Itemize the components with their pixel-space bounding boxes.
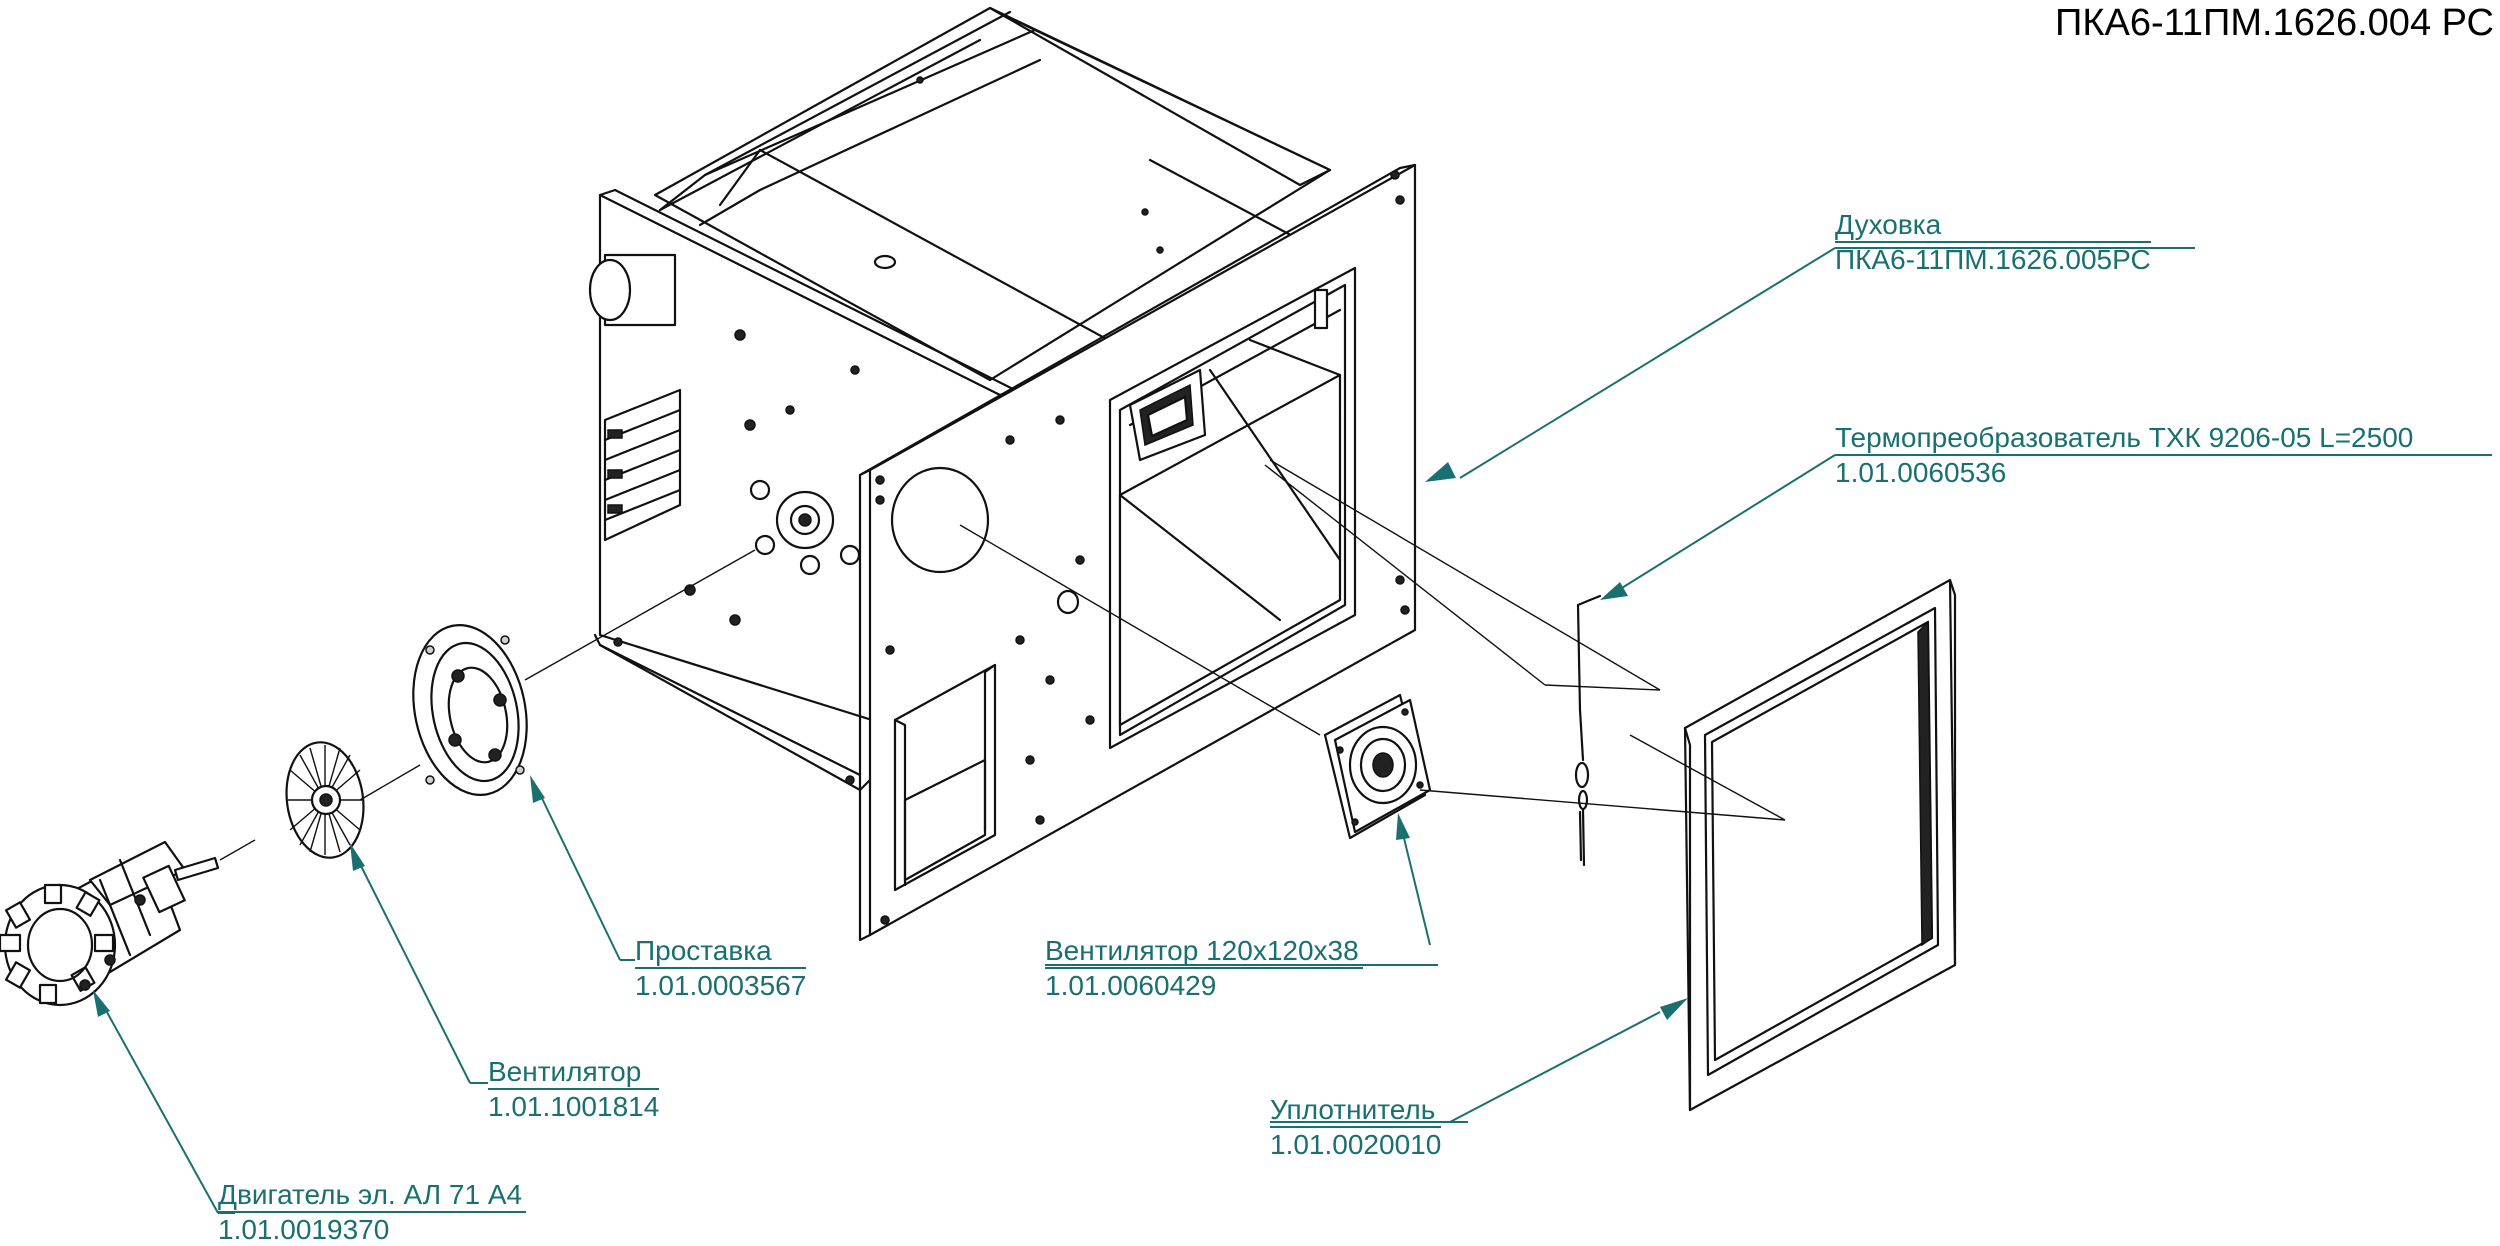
spacer-ring [412, 624, 528, 796]
oven-housing [588, 6, 1417, 942]
small-fan [1323, 693, 1432, 840]
callout-seal-code: 1.01.0020010 [1270, 1129, 1442, 1160]
callout-spacer-name: Проставка [635, 934, 807, 969]
callout-small-fan-name: Вентилятор 120х120х38 [1045, 934, 1363, 969]
seal-frame [1683, 578, 1957, 1112]
impeller [285, 741, 365, 859]
callout-spacer: Проставка 1.01.0003567 [635, 934, 807, 1002]
callout-motor-name: Двигатель эл. АЛ 71 А4 [218, 1178, 527, 1213]
assembly-axis-lines [219, 459, 1786, 861]
document-code: ПКА6-11ПМ.1626.004 РС [2055, 2, 2494, 44]
terminal-block [603, 388, 682, 542]
callout-seal-name: Уплотнитель [1270, 1093, 1442, 1128]
callout-oven-code: ПКА6-11ПМ.1626.005РС [1835, 244, 2151, 275]
callout-thermocouple-code: 1.01.0060536 [1835, 457, 2007, 488]
callout-thermocouple-name: Термопреобразователь ТХК 9206-05 L=2500 [1835, 421, 2418, 456]
callout-motor-code: 1.01.0019370 [218, 1214, 390, 1245]
callout-seal: Уплотнитель 1.01.0020010 [1270, 1093, 1442, 1161]
electric-motor [0, 840, 220, 1007]
callout-impeller-code: 1.01.1001814 [488, 1091, 660, 1122]
callout-impeller: Вентилятор 1.01.1001814 [488, 1055, 660, 1123]
leader-lines [93, 247, 2492, 1214]
callout-oven-name: Духовка [1835, 208, 2151, 243]
callout-small-fan: Вентилятор 120х120х38 1.01.0060429 [1045, 934, 1363, 1002]
callout-small-fan-code: 1.01.0060429 [1045, 970, 1217, 1001]
callout-thermocouple: Термопреобразователь ТХК 9206-05 L=2500 … [1835, 421, 2418, 489]
thermocouple [1574, 594, 1602, 867]
callout-motor: Двигатель эл. АЛ 71 А4 1.01.0019370 [218, 1178, 527, 1246]
callout-impeller-name: Вентилятор [488, 1055, 660, 1090]
callout-oven: Духовка ПКА6-11ПМ.1626.005РС [1835, 208, 2151, 276]
callout-spacer-code: 1.01.0003567 [635, 970, 807, 1001]
